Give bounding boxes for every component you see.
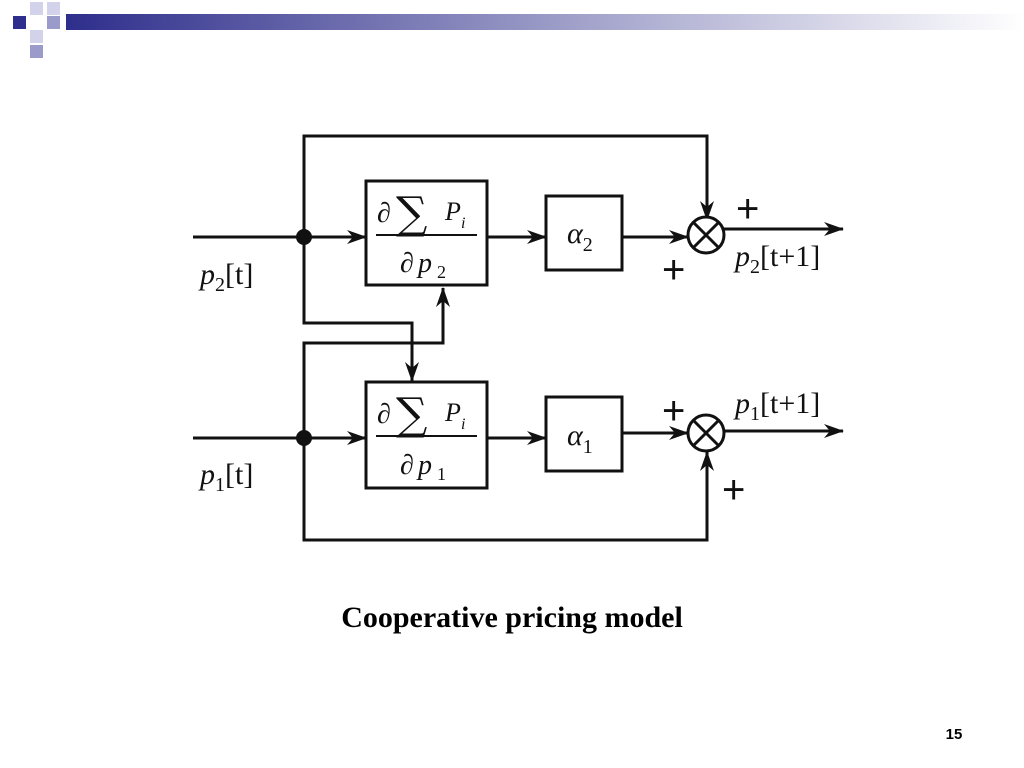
input-label-p2: p2[t] — [198, 258, 253, 296]
denominator-variable: p — [416, 248, 432, 279]
summer-top — [686, 215, 726, 255]
header-square — [30, 30, 43, 43]
denominator-subscript: 2 — [437, 262, 446, 282]
gain-label-top: α2 — [567, 217, 593, 256]
sign-top-feedback: + — [736, 187, 759, 231]
numerator-partial: ∂ — [377, 198, 391, 229]
numerator-subscript: i — [461, 416, 465, 433]
sign-bottom-feedback: + — [722, 468, 745, 512]
denominator-partial: ∂ — [400, 248, 414, 279]
gradient-block-top — [364, 179, 489, 287]
slide-number: 15 — [945, 726, 963, 743]
sign-bottom-input: + — [662, 389, 685, 433]
numerator-partial: ∂ — [377, 399, 391, 430]
input-label-p1: p1[t] — [198, 458, 253, 496]
output-label-p2: p2[t+1] — [733, 240, 820, 278]
feedback-line-p2 — [302, 134, 714, 237]
header-square — [47, 2, 60, 15]
junction-dot — [296, 430, 312, 446]
feedback-line-p1 — [302, 438, 714, 542]
cross-line-p1-to-top-grad — [302, 287, 450, 438]
numerator-subscript: i — [461, 215, 465, 232]
header-square — [30, 2, 43, 15]
header-square — [47, 16, 60, 29]
slide-caption: Cooperative pricing model — [341, 601, 683, 634]
header-square — [13, 16, 26, 29]
numerator-P: P — [444, 197, 461, 226]
header-bar — [66, 14, 1024, 30]
header-decoration — [13, 2, 1024, 58]
gradient-expression-bottom: ∂ ∑ P i ∂ p 1 — [377, 389, 465, 484]
numerator-P: P — [444, 398, 461, 427]
gradient-expression-top: ∂ ∑ P i ∂ p 2 — [377, 188, 465, 282]
junction-dot — [296, 229, 312, 245]
summer-bottom — [686, 413, 726, 453]
gain-label-bottom: α1 — [567, 419, 593, 458]
numerator-sum: ∑ — [396, 389, 427, 440]
numerator-sum: ∑ — [396, 188, 427, 239]
denominator-partial: ∂ — [400, 450, 414, 481]
denominator-variable: p — [416, 450, 432, 481]
header-square — [30, 45, 43, 58]
denominator-subscript: 1 — [437, 464, 446, 484]
sign-top-input: + — [662, 248, 685, 292]
gain-block-bottom — [544, 395, 624, 473]
cross-line-p2-to-bottom-grad — [302, 237, 419, 382]
output-label-p1: p1[t+1] — [733, 387, 820, 425]
gain-block-top — [544, 194, 624, 272]
